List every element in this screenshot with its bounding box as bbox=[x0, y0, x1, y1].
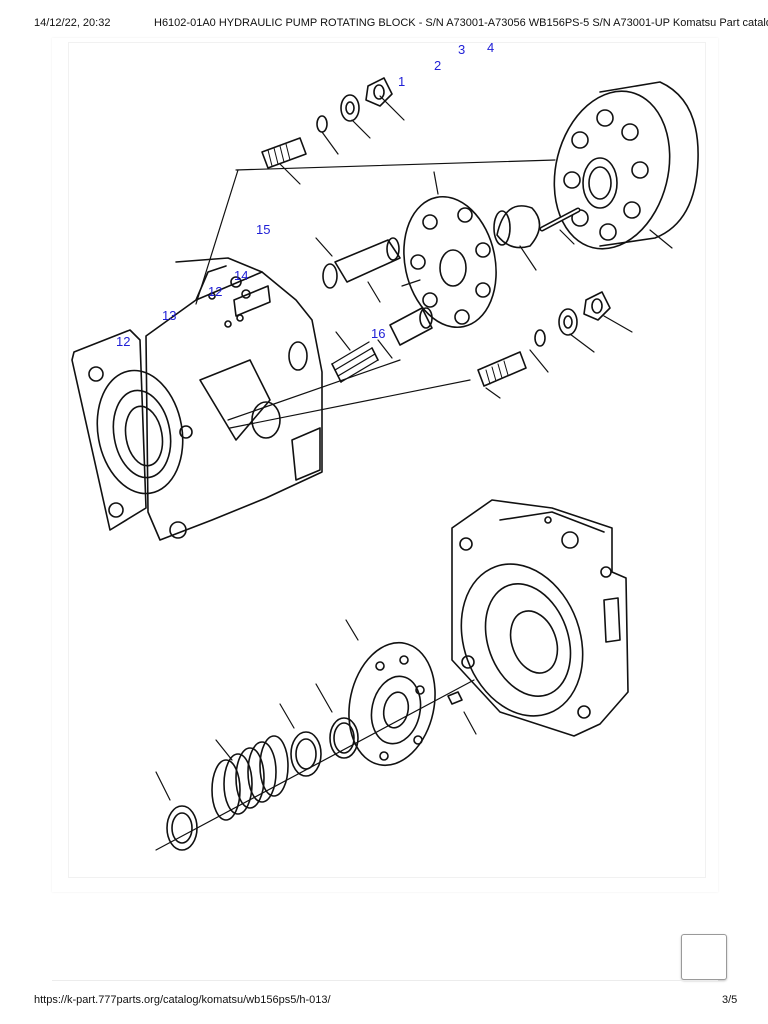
small-spring bbox=[331, 341, 379, 383]
callout-1: 1 bbox=[398, 74, 405, 89]
upper-stud bbox=[261, 137, 307, 169]
callout-12-lower: 12 bbox=[116, 334, 130, 349]
diagram-frame bbox=[68, 42, 706, 878]
callout-15: 15 bbox=[256, 222, 270, 237]
lower-washer-2 bbox=[558, 308, 578, 336]
lower-leader-lines bbox=[155, 619, 477, 851]
large-spring bbox=[211, 735, 289, 821]
cylinder-block bbox=[553, 81, 699, 250]
lower-nut bbox=[583, 291, 611, 321]
scroll-to-top-button[interactable] bbox=[681, 934, 727, 980]
spring-seat bbox=[166, 805, 198, 851]
callout-13: 13 bbox=[162, 308, 176, 323]
nut-4 bbox=[365, 77, 393, 107]
diagram-card bbox=[52, 38, 718, 892]
retainer-plate bbox=[403, 195, 497, 329]
washer-3 bbox=[340, 94, 360, 122]
callout-12-upper: 12 bbox=[208, 284, 222, 299]
callout-4: 4 bbox=[487, 40, 494, 55]
spherical-bushing bbox=[493, 205, 541, 249]
lower-washer bbox=[534, 329, 546, 347]
callout-16: 16 bbox=[371, 326, 385, 341]
piston bbox=[322, 237, 401, 289]
end-cap-housing bbox=[451, 499, 629, 737]
callout-3: 3 bbox=[458, 42, 465, 57]
snap-ring bbox=[329, 717, 359, 759]
lower-stud bbox=[477, 351, 527, 387]
leader-lines bbox=[195, 95, 673, 429]
page-url: https://k-part.777parts.org/catalog/koma… bbox=[34, 994, 331, 1006]
washer-2 bbox=[316, 115, 328, 133]
ring-washer bbox=[290, 731, 322, 777]
page-number: 3/5 bbox=[722, 994, 738, 1006]
dowel-pin bbox=[447, 691, 463, 705]
footer-divider bbox=[52, 980, 718, 981]
valve-plate bbox=[348, 641, 436, 767]
page-title: H6102-01A0 HYDRAULIC PUMP ROTATING BLOCK… bbox=[154, 17, 768, 29]
callout-2: 2 bbox=[434, 58, 441, 73]
callout-14: 14 bbox=[234, 268, 248, 283]
pin bbox=[539, 207, 581, 232]
pump-housing bbox=[71, 257, 323, 541]
print-datetime: 14/12/22, 20:32 bbox=[34, 17, 111, 29]
sleeve bbox=[389, 307, 433, 346]
